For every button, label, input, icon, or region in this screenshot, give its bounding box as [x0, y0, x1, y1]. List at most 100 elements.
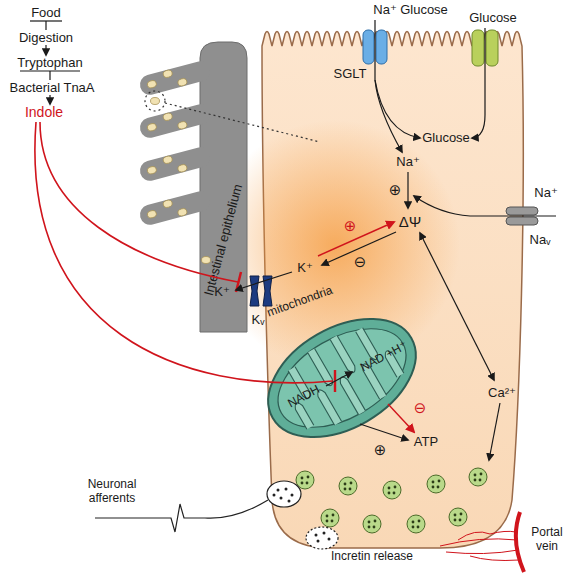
pathway-label: Tryptophan — [17, 56, 82, 71]
incretin-vesicle — [344, 483, 347, 486]
glucose-transporter — [486, 30, 498, 66]
epithelium-shape-outline — [162, 155, 173, 164]
epithelium-shape-outline — [147, 123, 158, 132]
sodium-channel: Naᵥ — [506, 206, 538, 226]
pathway-label: Bacterial TnaA — [9, 81, 94, 96]
sglt-transporter-outline — [376, 30, 387, 64]
epithelium-shape-outline — [138, 145, 213, 183]
epithelium-shape-outline — [162, 112, 173, 121]
incretin-vesicle — [383, 481, 401, 499]
transport-arrow — [375, 20, 402, 152]
potassium-channel: Kᵥ — [248, 276, 274, 306]
transport-arrow — [236, 20, 556, 460]
transport-arrow — [326, 372, 352, 386]
epithelium-shape-outline — [147, 80, 158, 89]
incretin-release-site — [317, 540, 320, 543]
incretin-vesicle — [296, 468, 487, 533]
incretin-vesicle — [388, 492, 391, 495]
incretin-vesicle — [437, 486, 440, 489]
mitochondrion-outline — [248, 295, 437, 462]
epithelium-shape-outline — [138, 102, 213, 140]
incretin-vesicle — [301, 477, 304, 480]
pathway-label: Na⁺ — [373, 3, 396, 18]
incretin-vesicle — [449, 508, 467, 526]
afferent-nerve — [273, 494, 276, 497]
pathway-arrow — [20, 70, 80, 71]
transport-arrow — [236, 272, 292, 290]
incretin-vesicle — [393, 492, 396, 495]
epithelium-shape-outline — [138, 59, 213, 97]
incretin-vesicle — [321, 509, 339, 527]
incretin-release-site — [306, 527, 338, 549]
pathway-label: ⊕ — [344, 217, 357, 234]
incretin-vesicle — [388, 487, 391, 490]
pathway-label: Ca²⁺ — [488, 386, 516, 401]
incretin-vesicle — [373, 526, 376, 529]
pathway-arrow — [49, 95, 50, 104]
indole-inhibition — [35, 122, 335, 392]
stimulation-arrow — [388, 404, 414, 432]
afferent-nerve — [267, 481, 301, 507]
incretin-vesicle — [480, 473, 483, 476]
incretin-vesicle — [296, 471, 314, 489]
portal-vein — [458, 531, 516, 540]
incretin-vesicle — [350, 482, 353, 485]
portal-vein — [440, 512, 524, 572]
transport-arrow — [375, 80, 420, 138]
indole-inhibition — [40, 122, 238, 282]
pathway-label: Na⁺ — [534, 186, 557, 201]
pathway-arrow — [45, 21, 46, 30]
incretin-vesicle — [418, 520, 421, 523]
incretin-vesicle — [469, 468, 487, 486]
epithelium-shape-outline — [162, 199, 173, 208]
incretin-vesicle — [344, 488, 347, 491]
epithelium-shape-outline — [138, 189, 213, 227]
epithelium-shape-outline — [200, 42, 247, 332]
epithelium-shape-outline — [138, 102, 213, 140]
incretin-vesicle — [368, 526, 371, 529]
epithelium-shape-outline — [147, 210, 158, 219]
incretin-release-site — [328, 538, 331, 541]
incretin-vesicle — [394, 486, 397, 489]
incretin-vesicle — [332, 514, 335, 517]
incretin-release-site — [323, 532, 326, 535]
incretin-vesicle — [460, 513, 463, 516]
incretin-vesicle — [432, 481, 435, 484]
afferent-nerve — [285, 488, 288, 491]
zoom-indicator — [145, 91, 320, 142]
incretin-vesicle — [306, 482, 309, 485]
incretin-vesicle — [331, 520, 334, 523]
pathway-label: K⁺ — [297, 261, 313, 276]
node-label: mitochondria — [265, 284, 334, 320]
potassium-channel-outline — [250, 276, 259, 306]
mitochondrion-outline — [261, 308, 422, 447]
transport-arrow — [489, 403, 500, 460]
pathway-label: ΔΨ — [399, 213, 422, 230]
sodium-channel-outline — [506, 207, 538, 215]
incretin-vesicle — [479, 479, 482, 482]
pathway-label: Indole — [25, 104, 63, 120]
pathway-label: Glucose — [422, 131, 470, 146]
incretin-vesicle — [432, 486, 435, 489]
transport-arrow — [407, 172, 408, 208]
pathway-arrow — [49, 71, 50, 80]
incretin-vesicle — [363, 515, 381, 533]
portal-vein — [470, 556, 519, 561]
afferent-nerve — [277, 489, 280, 492]
pathway-label: Na⁺ — [396, 155, 419, 170]
pathway-label: ATP — [414, 435, 438, 450]
glucose-transporter — [472, 30, 498, 66]
pathway-label: Food — [31, 6, 61, 21]
indole-inhibition — [334, 370, 336, 392]
indole-inhibition — [236, 272, 241, 292]
incretin-vesicle — [326, 515, 329, 518]
epithelium-shape-outline — [162, 69, 173, 78]
incretin-vesicle — [412, 521, 415, 524]
pathway-label: Glucose — [469, 11, 517, 26]
afferent-nerve — [291, 494, 294, 497]
potassium-channel-outline — [263, 276, 272, 306]
pathway-label: ⊕ — [389, 181, 402, 198]
incretin-vesicle — [438, 480, 441, 483]
transport-arrow — [472, 28, 485, 138]
